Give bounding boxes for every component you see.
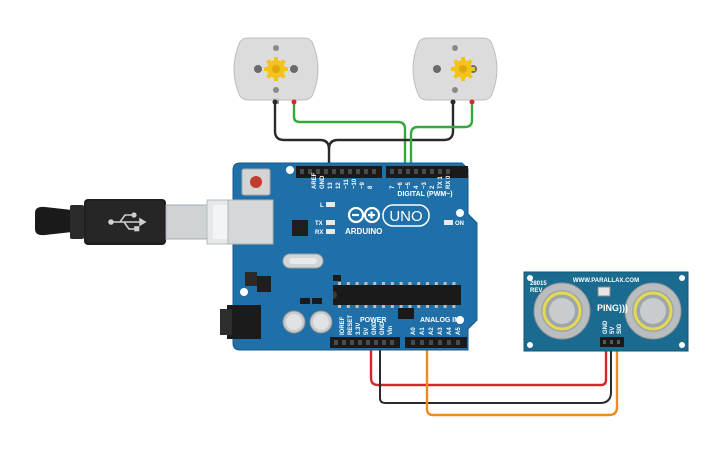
top-pin-label: 13: [328, 182, 334, 189]
top-pin-label: ~9: [360, 181, 366, 189]
analog-pin-label: A0: [411, 327, 417, 335]
power-pin-label: Vin: [388, 325, 394, 335]
led-on-label: ON: [455, 221, 464, 227]
top-pin-label: ~6: [398, 181, 404, 189]
wire-motor2-green[interactable]: [409, 102, 474, 170]
power-pin-label: 3.3V: [356, 323, 362, 335]
analog-pin-label: A5: [456, 327, 462, 335]
sensor-led: [597, 286, 611, 297]
dc-motor-2[interactable]: [412, 37, 498, 105]
power-label: POWER: [360, 317, 386, 324]
led-l-label: L: [320, 203, 324, 209]
mounting-hole: [456, 316, 464, 324]
motor-screw-hole: [290, 65, 298, 73]
icsp-header: [398, 308, 414, 319]
usb-connector-metal: [165, 204, 212, 240]
analog-pin-label: A4: [447, 327, 453, 335]
motor-screw-hole: [254, 65, 262, 73]
wire-motor2-black[interactable]: [327, 102, 455, 151]
sensor-name: PING))): [597, 303, 628, 313]
motor-screw-hole: [433, 65, 441, 73]
digital-header-label: DIGITAL (PWM~): [397, 191, 452, 198]
status-leds: L TX RX ON: [315, 202, 464, 236]
wire-sensor-5v-red[interactable]: [369, 341, 608, 387]
top-pin-label: RX 0: [446, 175, 452, 189]
power-pin-label: 5V: [364, 328, 370, 335]
wire-sensor-gnd-black[interactable]: [379, 342, 612, 404]
sensor-transducer-right: [624, 282, 682, 340]
power-pin-label: GND: [372, 321, 378, 335]
sensor-part-number: 28015: [530, 281, 547, 287]
dc-motor-1[interactable]: [233, 37, 319, 105]
led-rx-label: RX: [315, 230, 323, 236]
sensor-pin-label: SIG: [617, 323, 623, 334]
top-pin-label: ~10: [352, 178, 358, 189]
motor-terminal-black[interactable]: [272, 99, 278, 105]
usb-symbol-icon: [108, 212, 147, 232]
power-pin-label: RESET: [348, 315, 354, 335]
digital-header: [296, 166, 468, 178]
capacitor: [282, 310, 306, 334]
top-pin-label: AREF: [312, 172, 318, 189]
led-tx-label: TX: [315, 221, 323, 227]
uno-badge: UNO: [382, 204, 430, 227]
power-jack[interactable]: [220, 305, 261, 339]
top-pin-label: TX 1: [438, 176, 444, 189]
sensor-transducer-left: [533, 282, 591, 340]
motor-terminal-red[interactable]: [469, 99, 475, 105]
power-pin-label: IOREF: [340, 316, 346, 335]
top-pin-label: ~5: [406, 181, 412, 189]
wire-sensor-sig-orange[interactable]: [425, 341, 619, 417]
on-led: [444, 220, 453, 225]
sensor-website: WWW.PARALLAX.COM: [573, 278, 639, 284]
mounting-hole: [456, 209, 464, 217]
top-pin-label: 4: [414, 185, 420, 189]
analog-in-label: ANALOG IN: [420, 317, 459, 324]
usb-cable-tail: [35, 206, 72, 236]
sensor-pin-header: [600, 337, 624, 347]
mounting-hole: [240, 288, 248, 296]
mounting-hole: [286, 166, 294, 174]
reset-button[interactable]: [241, 168, 271, 196]
capacitor: [309, 310, 333, 334]
top-pin-label: GND: [320, 175, 326, 189]
uno-model-label: UNO: [389, 208, 422, 225]
top-pin-label: 12: [336, 182, 342, 189]
motor-terminal-black[interactable]: [450, 99, 456, 105]
top-pin-label: 2: [430, 185, 436, 189]
atmega-microcontroller: [333, 282, 461, 308]
analog-pin-label: A3: [438, 327, 444, 335]
sensor-pin-label: GND: [603, 320, 609, 334]
arduino-infinity-logo-icon: [347, 206, 381, 224]
wire-motor1-black[interactable]: [273, 102, 331, 170]
analog-pin-label: A1: [420, 327, 426, 335]
motor-gear-icon: [264, 57, 288, 81]
analog-pin-label: A2: [429, 327, 435, 335]
sensor-pin-label: 5V: [610, 327, 616, 334]
usb-controller-chip: [292, 220, 308, 236]
top-pin-label: 8: [368, 185, 374, 189]
voltage-regulator: [245, 272, 257, 286]
top-pin-label: ~3: [422, 181, 428, 189]
top-pin-label: ~11: [344, 178, 350, 189]
motor-terminal-red[interactable]: [291, 99, 297, 105]
wires: [273, 102, 619, 417]
top-pin-label: 7: [390, 185, 396, 189]
power-pin-label: GND: [380, 321, 386, 335]
board-usb-port: [227, 199, 274, 245]
wire-motor1-red[interactable]: [292, 102, 407, 170]
arduino-brand-label: ARDUINO: [345, 227, 382, 236]
motor-gear-icon: [451, 57, 475, 81]
sensor-revision: REV C: [530, 288, 549, 294]
power-header: [330, 337, 467, 348]
ping-ultrasonic-sensor[interactable]: 28015 REV C WWW.PARALLAX.COM PING))) GND…: [523, 271, 689, 352]
